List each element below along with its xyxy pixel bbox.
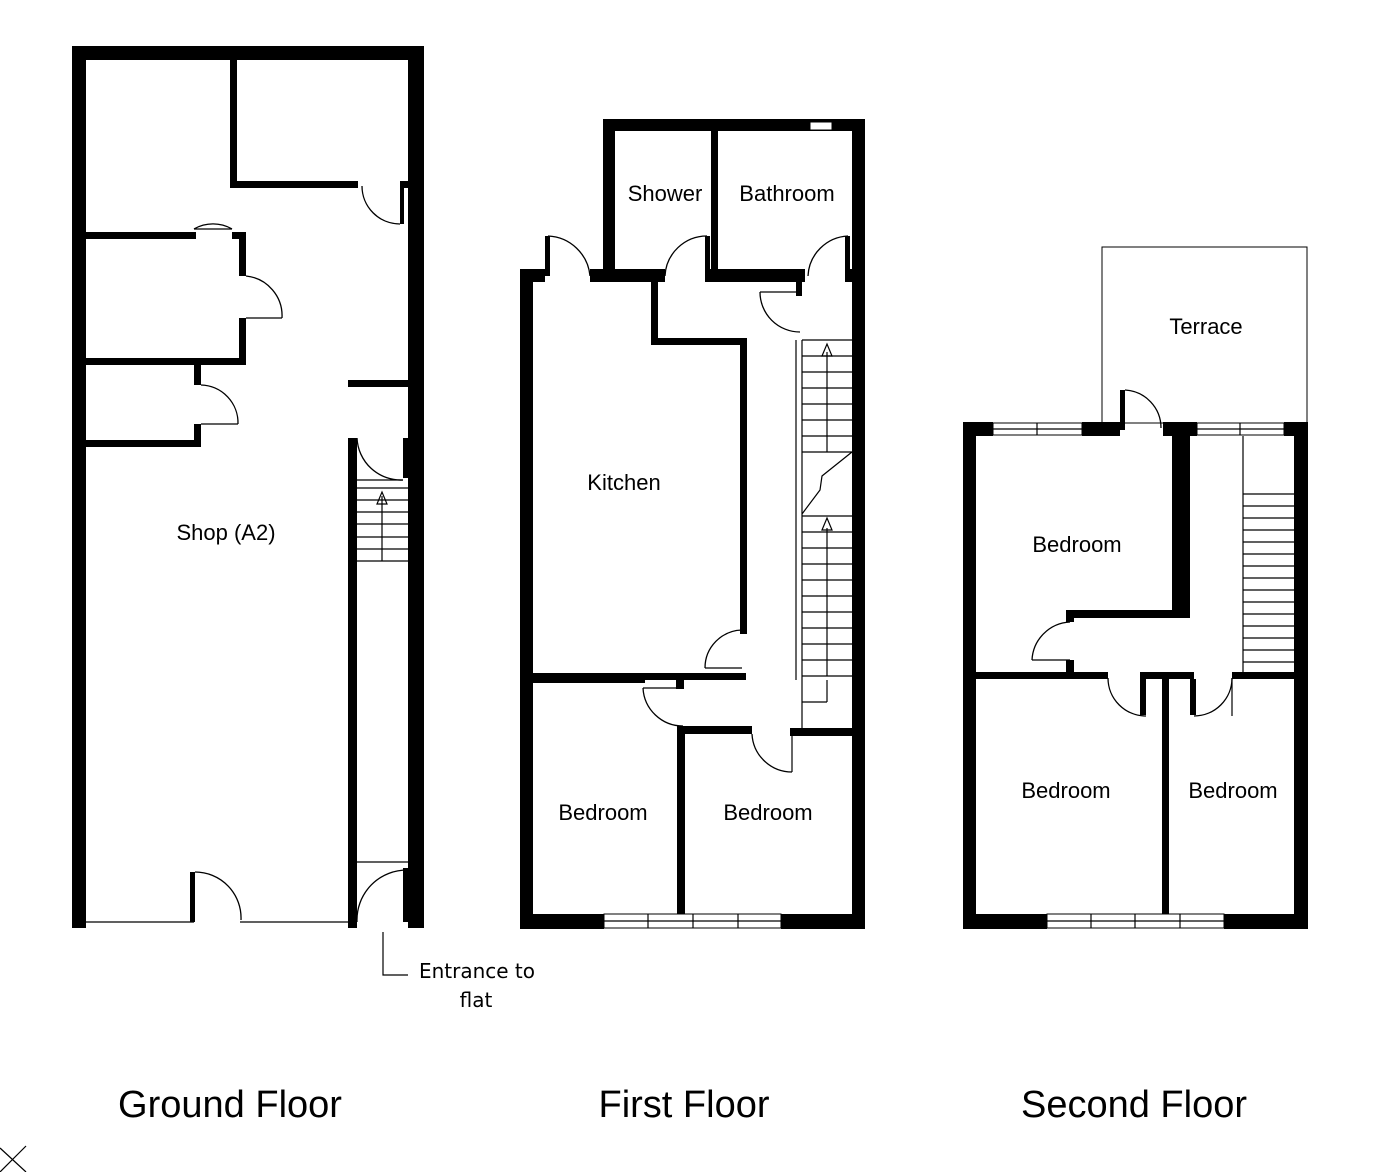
first-floor-plan: Shower Bathroom Kitchen Bedroom Bedroom … bbox=[520, 119, 865, 1126]
bedroom-left-label: Bedroom bbox=[558, 800, 647, 825]
bedroom-bottom-left-label: Bedroom bbox=[1021, 778, 1110, 803]
ground-floor-plan: Shop (A2) Entrance to flat Ground Floor bbox=[72, 46, 535, 1126]
window-first-bottom bbox=[603, 913, 782, 929]
stairs-second bbox=[1242, 436, 1294, 672]
bedroom-bottom-right-label: Bedroom bbox=[1188, 778, 1277, 803]
kitchen-label: Kitchen bbox=[587, 470, 660, 495]
stairs-first bbox=[795, 339, 853, 728]
first-floor-title: First Floor bbox=[599, 1084, 770, 1126]
shop-label: Shop (A2) bbox=[176, 520, 275, 545]
window-second-top-right bbox=[1196, 422, 1285, 436]
window-second-top-left bbox=[992, 422, 1083, 436]
entrance-note-line1: Entrance to bbox=[419, 959, 535, 983]
bathroom-label: Bathroom bbox=[739, 181, 834, 206]
second-floor-title: Second Floor bbox=[1021, 1084, 1247, 1126]
shower-label: Shower bbox=[628, 181, 703, 206]
second-floor-plan: Terrace Bedroom Bedroom Bedroom Second F… bbox=[963, 246, 1308, 1126]
bedroom-right-label: Bedroom bbox=[723, 800, 812, 825]
window-second-bottom bbox=[1046, 913, 1225, 929]
entrance-note-line2: flat bbox=[460, 988, 493, 1012]
ground-floor-title: Ground Floor bbox=[118, 1084, 342, 1126]
corner-cross-mark bbox=[0, 1145, 27, 1172]
stairs-ground bbox=[357, 487, 408, 562]
bedroom-top-label: Bedroom bbox=[1032, 532, 1121, 557]
terrace-label: Terrace bbox=[1169, 314, 1242, 339]
